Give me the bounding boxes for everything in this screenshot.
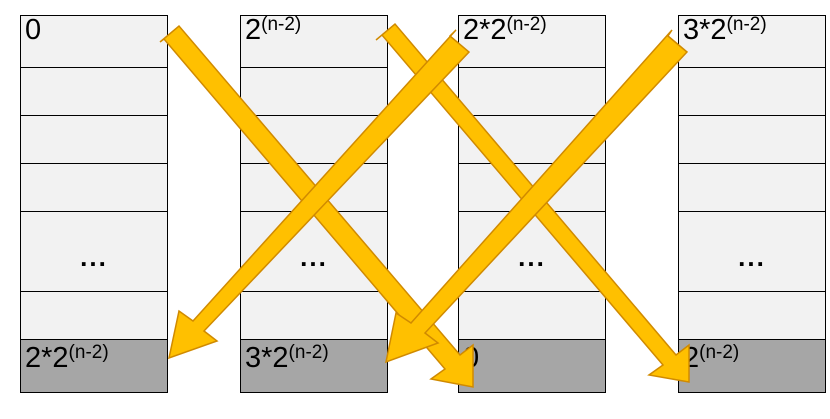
cell xyxy=(241,68,387,116)
top-cell-label: 0 xyxy=(25,14,42,46)
cell xyxy=(241,292,387,340)
cell xyxy=(459,292,605,340)
bottom-cell-label: 3*2(n-2) xyxy=(245,342,329,374)
cell xyxy=(21,116,167,164)
cell xyxy=(459,116,605,164)
ellipsis: ... xyxy=(80,242,108,272)
cell xyxy=(459,68,605,116)
cell xyxy=(21,164,167,212)
cell xyxy=(679,116,825,164)
cell xyxy=(21,292,167,340)
top-cell-label: 2*2(n-2) xyxy=(463,14,547,46)
top-cell: 3*2(n-2) xyxy=(679,14,825,68)
top-cell: 2(n-2) xyxy=(241,14,387,68)
top-cell-label: 2(n-2) xyxy=(245,14,302,46)
ellipsis: ... xyxy=(738,242,766,272)
cell xyxy=(679,164,825,212)
bottom-cell: 2*2(n-2) xyxy=(21,340,167,392)
cell xyxy=(21,68,167,116)
ellipsis-cell: ... xyxy=(21,212,167,292)
cell xyxy=(679,292,825,340)
ellipsis-cell: ... xyxy=(241,212,387,292)
bottom-cell-label: 2(n-2) xyxy=(683,342,740,374)
cell xyxy=(679,68,825,116)
ellipsis-cell: ... xyxy=(679,212,825,292)
memory-column-1: 0 ... 2*2(n-2) xyxy=(20,15,168,393)
bottom-cell: 0 xyxy=(459,340,605,392)
bottom-cell-label: 0 xyxy=(463,342,480,374)
cell xyxy=(241,164,387,212)
bottom-cell: 2(n-2) xyxy=(679,340,825,392)
bottom-cell: 3*2(n-2) xyxy=(241,340,387,392)
bottom-cell-label: 2*2(n-2) xyxy=(25,342,109,374)
ellipsis-cell: ... xyxy=(459,212,605,292)
top-cell-label: 3*2(n-2) xyxy=(683,14,767,46)
memory-column-2: 2(n-2) ... 3*2(n-2) xyxy=(240,15,388,393)
top-cell: 2*2(n-2) xyxy=(459,14,605,68)
cell xyxy=(241,116,387,164)
ellipsis: ... xyxy=(518,242,546,272)
top-cell: 0 xyxy=(21,16,167,68)
memory-column-4: 3*2(n-2) ... 2(n-2) xyxy=(678,15,826,393)
memory-column-3: 2*2(n-2) ... 0 xyxy=(458,15,606,393)
cell xyxy=(459,164,605,212)
ellipsis: ... xyxy=(300,242,328,272)
